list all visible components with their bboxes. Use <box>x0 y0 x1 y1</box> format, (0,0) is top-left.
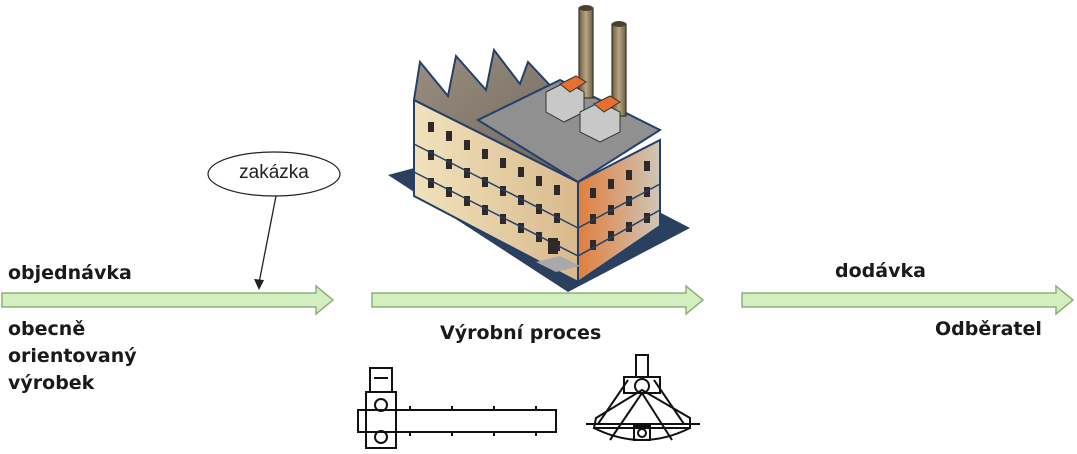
arrow-left <box>1 284 335 316</box>
mechanism-icon <box>586 354 700 441</box>
label-line: výrobek <box>8 372 95 394</box>
rooftop-unit <box>579 95 621 143</box>
zakazka-bubble <box>207 151 341 197</box>
conveyor-icon <box>357 367 557 449</box>
objednavka-label: objednávka <box>8 262 132 284</box>
arrow-middle <box>371 284 705 316</box>
vyrobni-proces-label: Výrobní proces <box>440 322 602 344</box>
arrow-right <box>741 284 1075 316</box>
zakazka-bubble-label: zakázka <box>239 162 309 183</box>
label-line: obecně <box>8 318 86 340</box>
rooftop-unit <box>545 75 587 123</box>
dodavka-label: dodávka <box>835 260 926 282</box>
obecne-orientovany-vyrobek-label: obecně orientovaný výrobek <box>8 316 137 397</box>
label-line: orientovaný <box>8 345 137 367</box>
odberatel-label: Odběratel <box>935 318 1042 340</box>
factory-icon <box>388 5 690 292</box>
callout-pointer <box>254 195 277 290</box>
